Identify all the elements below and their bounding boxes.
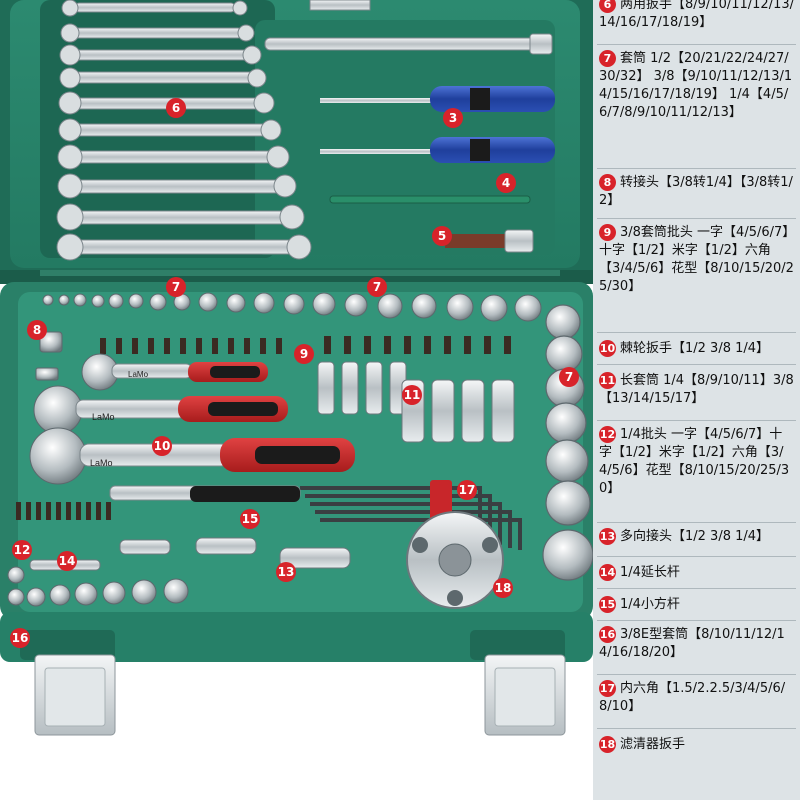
marker-9: 9 (294, 344, 314, 364)
socket-row-bottom (7, 566, 189, 607)
marker-14: 14 (57, 551, 77, 571)
toolset-photo: LaMo LaMo LaMo 6 3 4 5 7 7 8 9 7 11 10 1… (0, 0, 593, 736)
marker-13: 13 (276, 562, 296, 582)
legend-item-10: 10 棘轮扳手【1/2 3/8 1/4】 (599, 340, 795, 358)
legend-text: 1/4延长杆 (620, 565, 680, 580)
legend-item-15: 15 1/4小方杆 (599, 596, 795, 614)
legend-divider (597, 218, 796, 219)
test-pen (329, 195, 531, 204)
legend-badge: 18 (599, 736, 616, 753)
legend-text: 两用扳手【8/9/10/11/12/13/14/16/17/18/19】 (599, 0, 794, 30)
legend-divider (597, 674, 796, 675)
legend-item-14: 14 1/4延长杆 (599, 564, 795, 582)
marker-3: 3 (443, 108, 463, 128)
universal-joints (119, 537, 351, 569)
marker-12: 12 (12, 540, 32, 560)
legend-badge: 11 (599, 372, 616, 389)
adapter-socket (504, 229, 534, 253)
long-sockets (317, 361, 515, 443)
legend-divider (597, 620, 796, 621)
legend-text: 3/8E型套筒【8/10/11/12/14/16/18/20】 (599, 627, 785, 660)
adapter-piece (39, 331, 63, 353)
marker-5: 5 (432, 226, 452, 246)
legend-text: 棘轮扳手【1/2 3/8 1/4】 (620, 341, 770, 356)
legend-divider (597, 332, 796, 333)
legend-text: 转接头【3/8转1/4】【3/8转1/2】 (599, 175, 793, 208)
legend-text: 1/4批头 一字【4/5/6/7】十字【1/2】米字【1/2】六角【3/4/5/… (599, 427, 790, 496)
legend-text: 长套筒 1/4【8/9/10/11】3/8【13/14/15/17】 (599, 373, 794, 406)
legend-text: 内六角【1.5/2.2.5/3/4/5/6/8/10】 (599, 681, 786, 714)
hex-key-holder (430, 480, 452, 520)
legend-text: 多向接头【1/2 3/8 1/4】 (620, 529, 770, 544)
legend-item-13: 13 多向接头【1/2 3/8 1/4】 (599, 528, 795, 546)
small-bits (16, 502, 111, 520)
marker-6: 6 (166, 98, 186, 118)
legend-divider (597, 728, 796, 729)
top-bar (309, 0, 371, 11)
square-bar-handle (190, 486, 300, 502)
legend-divider (597, 588, 796, 589)
legend-divider (597, 44, 796, 45)
screwdrivers (320, 86, 555, 163)
legend-badge: 13 (599, 528, 616, 545)
tool-case-illustration: LaMo LaMo LaMo (0, 0, 593, 736)
legend-badge: 14 (599, 564, 616, 581)
marker-17: 17 (457, 480, 477, 500)
right-clasp (470, 630, 566, 736)
extension-bar-end (529, 33, 553, 55)
legend-text: 1/4小方杆 (620, 597, 680, 612)
logo-text-3: LaMo (90, 458, 113, 468)
legend-divider (597, 420, 796, 421)
hinge-highlight (40, 270, 560, 276)
marker-7-a: 7 (166, 277, 186, 297)
filter-wrench (406, 511, 504, 609)
legend-item-18: 18 滤清器扳手 (599, 736, 795, 754)
marker-7-b: 7 (367, 277, 387, 297)
legend-badge: 8 (599, 174, 616, 191)
adapter-small (35, 367, 59, 381)
case-front (0, 612, 593, 662)
marker-4: 4 (496, 173, 516, 193)
extension-bar (264, 37, 546, 51)
logo-text-2: LaMo (92, 412, 115, 422)
legend-text: 3/8套筒批头 一字【4/5/6/7】十字【1/2】米字【1/2】六角【3/4/… (599, 225, 794, 294)
legend-badge: 10 (599, 340, 616, 357)
legend-divider (597, 522, 796, 523)
legend-divider (597, 364, 796, 365)
legend-text: 滤清器扳手 (620, 737, 686, 752)
socket-row-top (42, 292, 542, 322)
legend-badge: 7 (599, 50, 616, 67)
legend-badge: 12 (599, 426, 616, 443)
legend-badge: 17 (599, 680, 616, 697)
legend-badge: 15 (599, 596, 616, 613)
legend-text: 套筒 1/2【20/21/22/24/27/30/32】 3/8【9/10/11… (599, 51, 793, 120)
marker-10: 10 (152, 436, 172, 456)
marker-16: 16 (10, 628, 30, 648)
left-clasp (20, 630, 116, 736)
legend-badge: 9 (599, 224, 616, 241)
adapter-bar (445, 234, 505, 248)
ratchet-wrenches (29, 353, 355, 485)
marker-8: 8 (27, 320, 47, 340)
logo-text: LaMo (128, 370, 149, 379)
legend-badge: 6 (599, 0, 616, 13)
marker-11: 11 (402, 385, 422, 405)
socket-column-right (542, 304, 593, 581)
marker-15: 15 (240, 509, 260, 529)
legend-badge: 16 (599, 626, 616, 643)
marker-7-c: 7 (559, 367, 579, 387)
bits-row (100, 336, 511, 354)
legend-divider (597, 556, 796, 557)
marker-18: 18 (493, 578, 513, 598)
legend-divider (597, 168, 796, 169)
